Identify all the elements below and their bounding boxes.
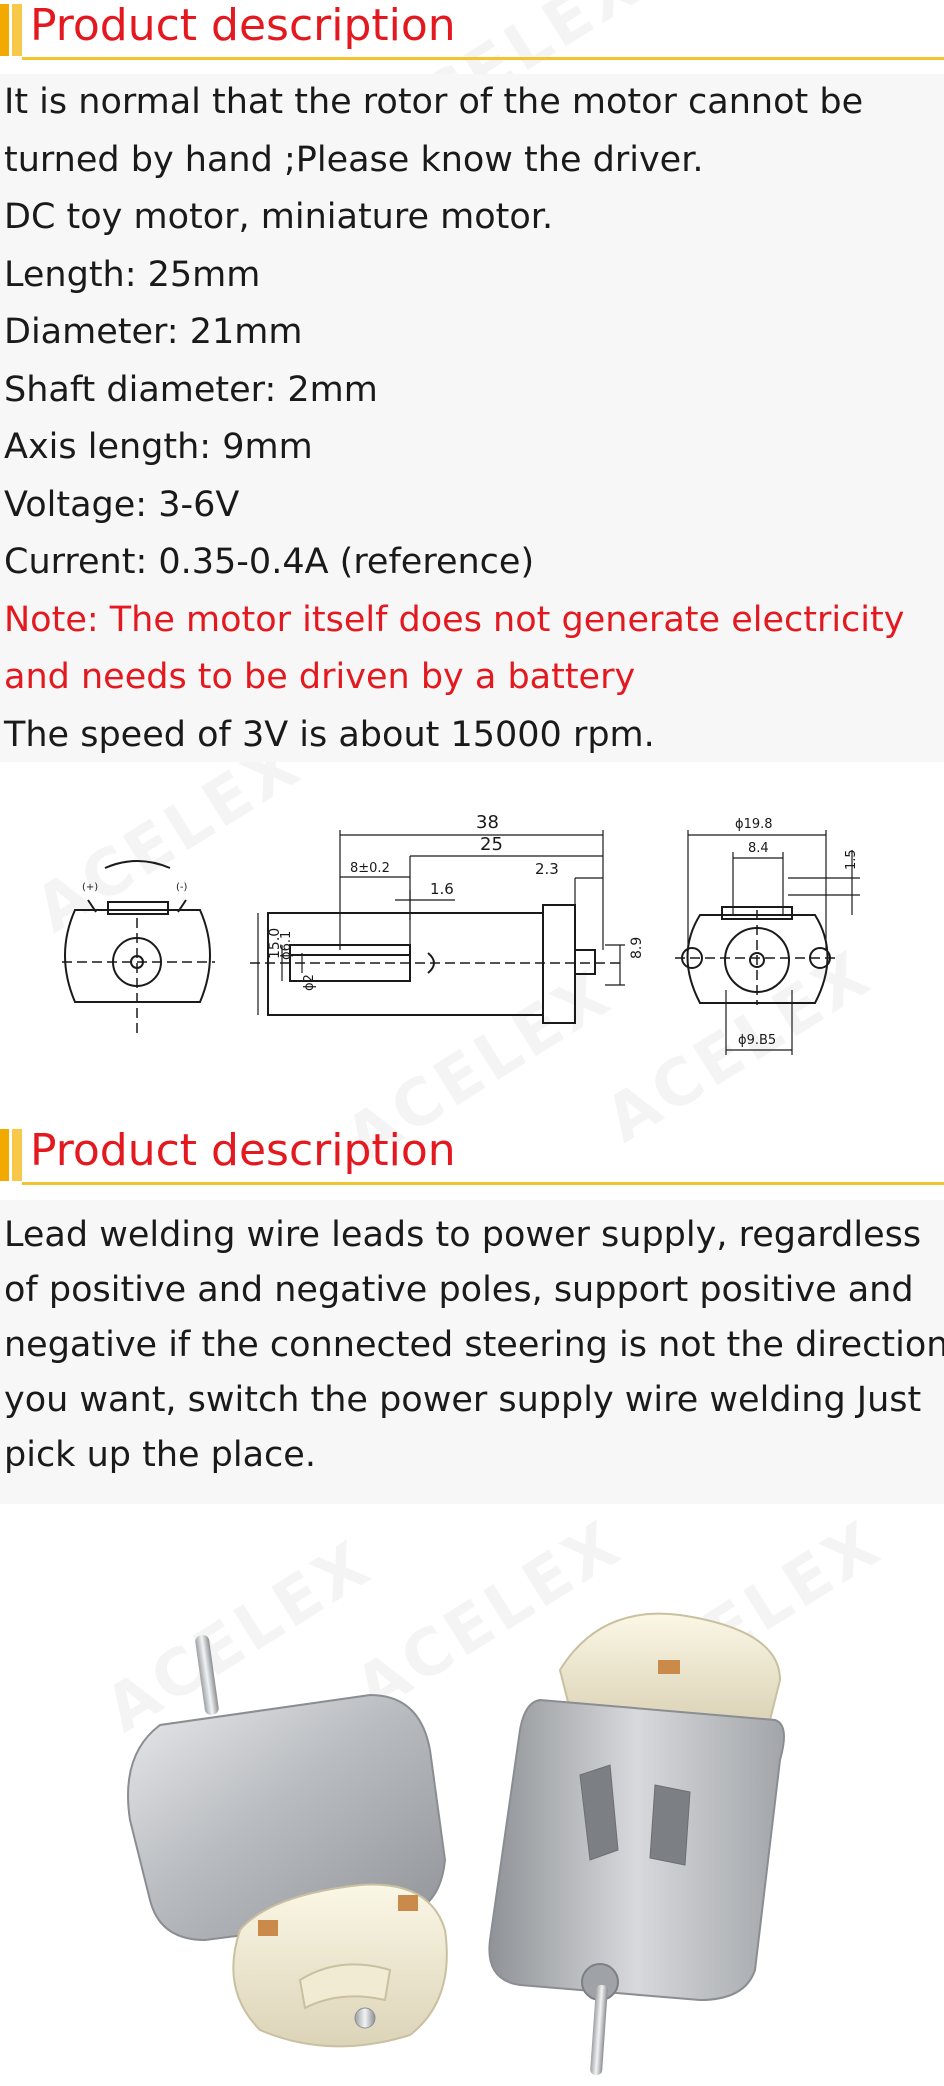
spec-line: Axis length: 9mm: [4, 427, 313, 467]
terminal-plus-label: (+): [82, 882, 98, 893]
spec-line: Shaft diameter: 2mm: [4, 369, 378, 410]
dim-9-85: ϕ9.B5: [738, 1033, 776, 1048]
section-header-1: Product description: [0, 0, 944, 60]
end-view-right: [675, 830, 860, 1055]
note-line: Note: The motor itself does not generate…: [4, 599, 905, 640]
section-header-2: Product description: [0, 1125, 944, 1185]
dim-8-9: 8.9: [629, 937, 645, 959]
spec-line: The speed of 3V is about 15000 rpm.: [4, 714, 655, 755]
motor-left: [127, 1635, 448, 2048]
description-line: pick up the place.: [4, 1435, 316, 1475]
product-photo: [127, 1612, 785, 2075]
dim-1-6: 1.6: [430, 880, 454, 898]
section-title: Product description: [30, 1125, 456, 1176]
description-line: negative if the connected steering is no…: [4, 1325, 944, 1365]
dim-6-1: ϕ6.1: [279, 931, 294, 960]
dim-8-4: 8.4: [748, 841, 769, 856]
description-line: you want, switch the power supply wire w…: [4, 1380, 922, 1420]
header-underline: [22, 57, 944, 60]
header-accent-bar: [0, 1129, 22, 1181]
description-line: Lead welding wire leads to power supply,…: [4, 1215, 922, 1255]
dim-8: 8±0.2: [350, 861, 390, 876]
section-title: Product description: [30, 0, 456, 51]
side-view: [250, 830, 625, 1024]
header-accent-bar: [0, 4, 22, 56]
note-line: and needs to be driven by a battery: [4, 657, 636, 697]
dim-15: 15.0: [267, 928, 283, 959]
dim-38: 38: [476, 812, 499, 833]
spec-line: Voltage: 3-6V: [4, 484, 240, 525]
spec-line: It is normal that the rotor of the motor…: [4, 82, 864, 122]
header-underline: [22, 1182, 944, 1185]
spec-line: Diameter: 21mm: [4, 312, 303, 352]
spec-line: Current: 0.35-0.4A (reference): [4, 542, 535, 582]
description-panel: Lead welding wire leads to power supply,…: [0, 1200, 944, 1504]
spec-line: Length: 25mm: [4, 254, 261, 295]
spec-panel: It is normal that the rotor of the motor…: [0, 74, 944, 762]
dim-phi-2: ϕ2: [302, 974, 317, 991]
terminal-minus-label: (-): [176, 882, 188, 893]
dim-25: 25: [480, 834, 503, 855]
dim-19-8: ϕ19.8: [735, 817, 773, 832]
technical-drawing: (+) (-) 38 25 8±0.2 2.3 1.6 15.0 ϕ6.1 ϕ2…: [62, 812, 860, 1055]
spec-line: turned by hand ;Please know the driver.: [4, 139, 704, 180]
dim-2-3: 2.3: [535, 860, 559, 878]
motor-right: [488, 1612, 785, 2075]
description-line: of positive and negative poles, support …: [4, 1270, 914, 1310]
end-view-left: [62, 860, 215, 1038]
spec-line: DC toy motor, miniature motor.: [4, 197, 554, 237]
dim-1-5: 1.5: [844, 849, 859, 870]
